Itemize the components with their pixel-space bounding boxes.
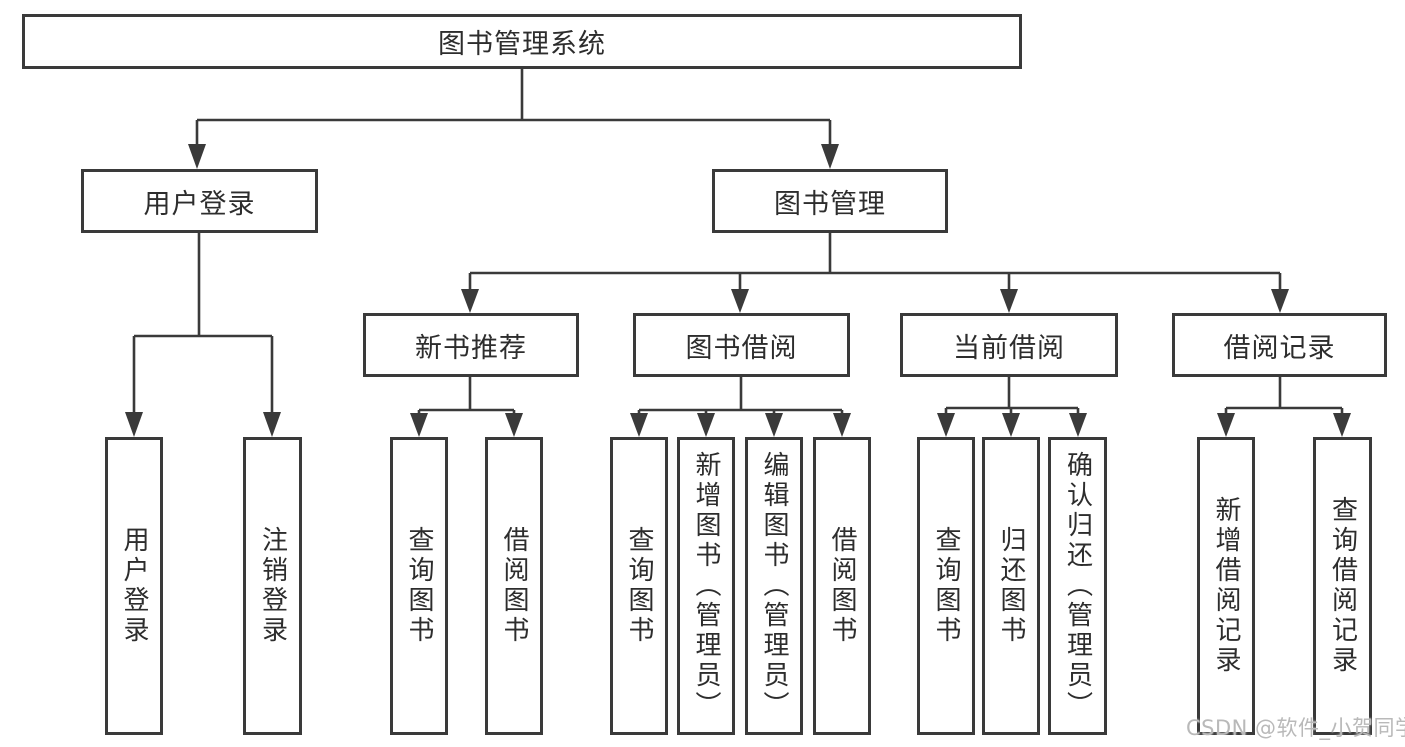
node-user-login: 用户登录 (81, 169, 318, 233)
node-library-system: 图书管理系统 (22, 14, 1022, 69)
leaf-add-borrow-record: 新增借阅记录 (1197, 437, 1255, 735)
leaf-query-books-current: 查询图书 (917, 437, 975, 735)
leaf-confirm-return-admin: 确认归还（管理员） (1048, 437, 1107, 735)
leaf-user-login: 用户登录 (105, 437, 163, 735)
leaf-label: 用户登录 (119, 526, 149, 646)
leaf-label: 确认归还（管理员） (1062, 451, 1093, 721)
leaf-label: 查询借阅记录 (1327, 496, 1358, 676)
leaf-label: 查询图书 (624, 526, 654, 646)
leaf-label: 注销登录 (257, 526, 288, 646)
leaf-label: 查询图书 (931, 526, 961, 646)
node-new-book-recommend: 新书推荐 (363, 313, 579, 377)
leaf-borrow-books-recommend: 借阅图书 (485, 437, 543, 735)
leaf-add-book-admin: 新增图书（管理员） (677, 437, 735, 735)
leaf-query-books-recommend: 查询图书 (390, 437, 448, 735)
leaf-borrow-books: 借阅图书 (813, 437, 871, 735)
csdn-watermark: CSDN @软件_小贺同学 (1186, 716, 1405, 740)
leaf-query-borrow-record: 查询借阅记录 (1313, 437, 1372, 735)
node-borrow-records: 借阅记录 (1172, 313, 1387, 377)
leaf-label: 查询图书 (404, 526, 434, 646)
leaf-label: 借阅图书 (827, 526, 857, 646)
leaf-label: 新增借阅记录 (1211, 496, 1241, 676)
leaf-label: 新增图书（管理员） (691, 451, 721, 721)
leaf-query-books-borrow: 查询图书 (610, 437, 668, 735)
node-current-borrow: 当前借阅 (900, 313, 1118, 377)
leaf-label: 编辑图书（管理员） (759, 451, 789, 721)
leaf-edit-book-admin: 编辑图书（管理员） (745, 437, 803, 735)
node-book-management: 图书管理 (712, 169, 948, 233)
node-book-borrow: 图书借阅 (633, 313, 850, 377)
leaf-logout: 注销登录 (243, 437, 302, 735)
leaf-label: 借阅图书 (499, 526, 529, 646)
leaf-label: 归还图书 (996, 526, 1026, 646)
leaf-return-book: 归还图书 (982, 437, 1040, 735)
